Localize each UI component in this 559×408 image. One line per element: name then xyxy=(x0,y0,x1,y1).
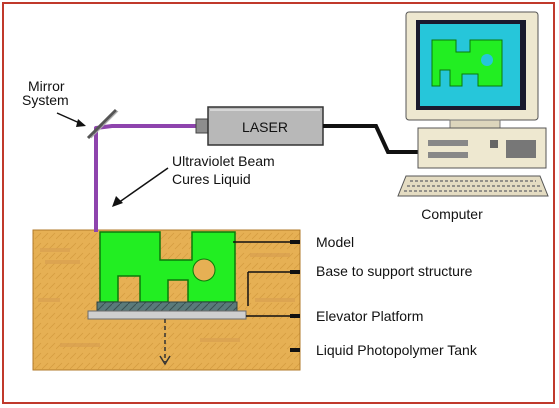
mirror-label-line1: Mirror xyxy=(28,78,65,94)
laser-beam xyxy=(94,124,206,232)
laser-device xyxy=(195,106,324,146)
laser-label: LASER xyxy=(242,119,288,135)
elevator-arrow-icon xyxy=(159,355,171,366)
model-hole xyxy=(192,258,216,282)
computer-icon xyxy=(397,11,549,197)
support-pedestal xyxy=(96,301,238,312)
model-label: Model xyxy=(316,234,354,250)
model-shape xyxy=(99,231,236,303)
elevator-platform xyxy=(87,310,247,320)
elevator-label: Elevator Platform xyxy=(316,308,423,324)
callout-bullets xyxy=(290,240,300,352)
uv-pointer-arrow xyxy=(117,167,169,204)
laser-cable xyxy=(323,124,418,154)
uv-label-line2: Cures Liquid xyxy=(172,171,251,187)
mirror-icon xyxy=(86,108,118,140)
base-label: Base to support structure xyxy=(316,263,473,279)
computer-label: Computer xyxy=(421,206,483,222)
callout-lines xyxy=(233,241,298,351)
tank-label: Liquid Photopolymer Tank xyxy=(316,342,478,358)
uv-label-line1: Ultraviolet Beam xyxy=(172,153,275,169)
mirror-label-line2: System xyxy=(22,92,69,108)
